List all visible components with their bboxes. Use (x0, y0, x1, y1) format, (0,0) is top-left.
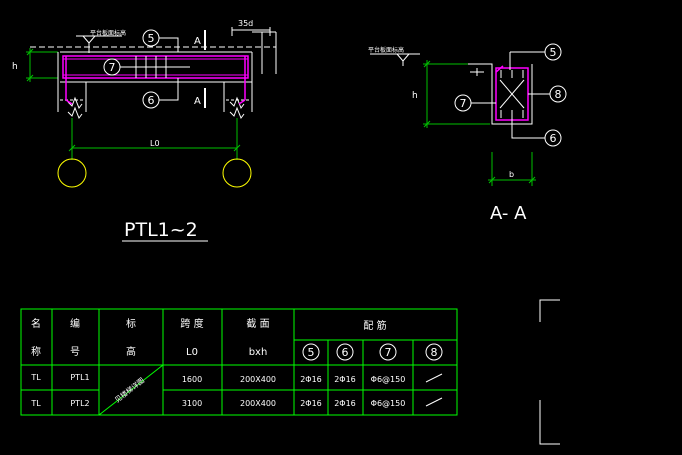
level-symbol (76, 35, 122, 53)
stirrup-hook (495, 65, 504, 73)
row1-r7: Φ6@150 (371, 375, 406, 384)
section-mark-top: A (194, 36, 201, 47)
merged-elevation-note: 见楼梯详图 (113, 376, 146, 405)
row2-r6: 2Φ16 (334, 399, 356, 408)
schedule-table-text: 名 称 编 号 标 高 跨 度 L0 截 面 bxh 配 筋 (31, 317, 387, 358)
hdr-span-top: 跨 度 (180, 317, 203, 330)
callout-5-label: 5 (148, 32, 155, 45)
hdr-rebar-top: 配 筋 (363, 319, 386, 332)
hdr-name-bottom: 称 (31, 345, 41, 358)
section-callout-7-label: 7 (460, 97, 467, 110)
stirrups (120, 56, 190, 78)
row2-code: PTL2 (70, 399, 89, 408)
section-callout-5-label: 5 (550, 46, 557, 59)
frame-corner-top (539, 299, 560, 322)
section-level-symbol (370, 53, 420, 66)
callout-5-leader (159, 37, 179, 52)
hdr-name-top: 名 (31, 317, 41, 330)
table-row: TL PTL1 1600 200X400 2Φ16 2Φ16 Φ6@150 (30, 373, 405, 384)
left-support (57, 52, 87, 112)
span-label: L0 (150, 139, 160, 148)
table-row: TL PTL2 3100 200X400 2Φ16 2Φ16 Φ6@150 (30, 399, 405, 408)
hdr-section-bottom: bxh (249, 347, 268, 358)
beam-section-view: 平台板面标高 h (368, 43, 567, 224)
frame-corner-bottom (539, 400, 560, 445)
hdr-elev-top: 标 (126, 318, 136, 330)
axis-bubble-right (222, 158, 252, 188)
row1-r6: 2Φ16 (334, 375, 356, 384)
hdr-code-bottom: 号 (70, 346, 80, 358)
row1-span: 1600 (182, 375, 202, 384)
span-dimension (68, 118, 241, 160)
section-cross-ties (499, 79, 525, 109)
section-callout-6-leader (511, 118, 545, 139)
hdr-rebar-6: 6 (342, 346, 349, 359)
row1-r8-slash (425, 373, 443, 383)
schedule-table (20, 308, 458, 416)
section-width-dimension (488, 152, 536, 186)
section-rebar-dots (500, 70, 524, 118)
section-width-label: b (509, 170, 514, 179)
row2-r8-slash (425, 397, 443, 407)
section-level-label: 平台板面标高 (368, 46, 404, 54)
elevation-level-label: 平台板面标高 (90, 29, 126, 37)
row2-name: TL (30, 399, 41, 408)
row2-r5: 2Φ16 (300, 399, 322, 408)
section-title: A- A (490, 203, 527, 224)
hdr-rebar-8: 8 (431, 346, 438, 359)
callout-7-label: 7 (109, 61, 116, 74)
section-height-label: h (412, 91, 418, 101)
row2-span: 3100 (182, 399, 202, 408)
rebar-header-bubbles (302, 343, 443, 361)
elevation-title: PTL1~2 (124, 219, 198, 241)
row2-section: 200X400 (240, 399, 276, 408)
height-dimension (26, 48, 58, 82)
row2-r7: Φ6@150 (371, 399, 406, 408)
rebar-header-labels: 5 6 7 8 (308, 346, 438, 359)
break-mark-right (229, 96, 245, 120)
row1-code: PTL1 (70, 373, 89, 382)
section-callout-6-label: 6 (550, 132, 557, 145)
beam-elevation-view: 平台板面标高 h (12, 19, 277, 242)
anchor-dimension (231, 27, 277, 74)
callout-7-bubble (103, 58, 121, 76)
section-callout-8-label: 8 (555, 88, 562, 101)
section-height-dimension (423, 60, 490, 128)
anchor-length-label: 35d (238, 19, 253, 28)
slab-edge (468, 63, 533, 125)
hdr-elev-bottom: 高 (126, 345, 136, 358)
elevation-height-label: h (12, 62, 18, 72)
hdr-span-bottom: L0 (186, 347, 198, 358)
hdr-rebar-5: 5 (308, 346, 315, 359)
axis-bubble-left (57, 158, 87, 188)
row1-section: 200X400 (240, 375, 276, 384)
row1-name: TL (30, 373, 41, 382)
hdr-rebar-7: 7 (385, 346, 392, 359)
section-mark-bottom: A (194, 96, 201, 107)
hdr-code-top: 编 (70, 317, 80, 330)
callout-6-label: 6 (148, 94, 155, 107)
break-mark-left (67, 96, 83, 120)
hdr-section-top: 截 面 (246, 317, 269, 330)
row1-r5: 2Φ16 (300, 375, 322, 384)
callout-6-leader (159, 78, 179, 101)
